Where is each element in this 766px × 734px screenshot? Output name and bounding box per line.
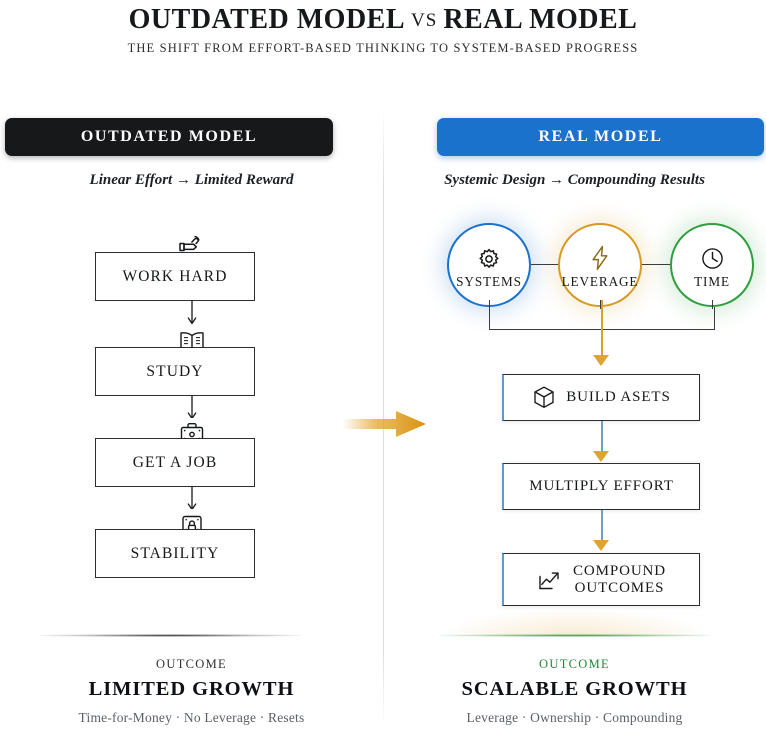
step-label: MULTIPLY EFFORT <box>529 478 674 495</box>
outcome-title: SCALABLE GROWTH <box>461 678 688 700</box>
pillar-time: TIME <box>670 223 754 307</box>
step-label: GET A JOB <box>132 453 218 471</box>
step-label: STABILITY <box>130 544 220 562</box>
flow-stem <box>601 510 603 544</box>
amber-glow <box>440 608 710 636</box>
pillar-link <box>531 264 558 266</box>
page-subtitle: THE SHIFT FROM EFFORT-BASED THINKING TO … <box>127 41 639 55</box>
pillar-systems: SYSTEMS <box>447 223 531 307</box>
pillar-leverage: LEVERAGE <box>558 223 642 307</box>
transition-arrow-icon <box>338 406 432 442</box>
outcome-divider <box>40 634 300 637</box>
step-box-stability: STABILITY <box>95 529 255 578</box>
flow-arrowhead-icon <box>593 540 609 551</box>
step-box-work-hard: WORK HARD <box>95 252 255 301</box>
lightning-bolt-icon <box>589 241 611 271</box>
title-left: OUTDATED MODEL <box>128 4 406 35</box>
flow-arrowhead-icon <box>593 355 609 366</box>
outcome-title: LIMITED GROWTH <box>88 678 295 700</box>
flow-stem <box>601 421 603 455</box>
pillar-label: SYSTEMS <box>456 273 522 289</box>
outdated-model-panel: OUTDATED MODEL Linear Effort → Limited R… <box>5 118 333 725</box>
bracket-stub <box>489 300 491 309</box>
outcome-note: Time-for-Money · No Leverage · Resets <box>78 710 305 725</box>
step-label: STUDY <box>146 362 204 380</box>
clock-icon <box>700 241 725 271</box>
pillar-label: LEVERAGE <box>561 273 639 289</box>
title-vs: VS <box>411 10 438 31</box>
cube-icon <box>532 385 556 410</box>
step-box-get-a-job: GET A JOB <box>95 438 255 487</box>
bracket-stub <box>600 300 602 309</box>
outcome-label: OUTCOME <box>156 657 227 671</box>
outcome-note: Leverage · Ownership · Compounding <box>466 710 683 725</box>
title-right: REAL MODEL <box>443 4 638 35</box>
outcome-divider <box>440 634 710 637</box>
flow-stem <box>601 300 603 355</box>
step-box-build-assets: BUILD ASETS <box>502 374 700 421</box>
outcome-label: OUTCOME <box>539 657 610 671</box>
bracket-stub <box>712 300 714 309</box>
flow-arrowhead-icon <box>593 451 609 462</box>
real-model-tagline: Systemic Design → Compounding Results <box>444 172 705 188</box>
outdated-model-tagline: Linear Effort → Limited Reward <box>89 172 294 188</box>
outdated-model-header: OUTDATED MODEL <box>5 118 333 156</box>
real-model-header: REAL MODEL <box>437 118 764 156</box>
gear-icon <box>477 241 501 271</box>
pillar-label: TIME <box>694 273 730 289</box>
flow-arrow <box>186 301 197 329</box>
panel-divider <box>383 108 384 728</box>
trending-up-icon <box>537 568 563 592</box>
step-label: BUILD ASETS <box>566 389 671 406</box>
step-label: WORK HARD <box>122 267 228 285</box>
step-box-multiply-effort: MULTIPLY EFFORT <box>502 463 700 510</box>
step-box-study: STUDY <box>95 347 255 396</box>
pillar-link <box>642 264 670 266</box>
